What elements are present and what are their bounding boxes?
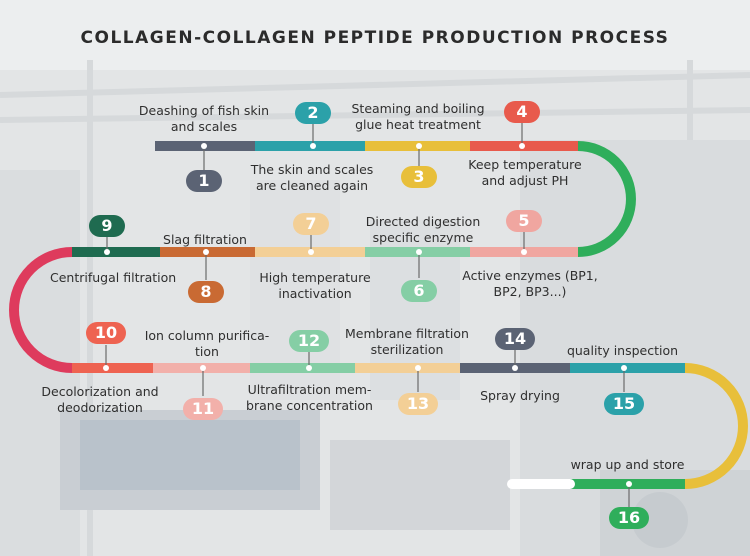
step-label-11: Ion column purifica-tion xyxy=(144,328,270,359)
step-badge-16: 16 xyxy=(609,507,649,529)
step-badge-4: 4 xyxy=(504,101,540,123)
step-label-15: quality inspection xyxy=(566,343,679,358)
step-badge-13: 13 xyxy=(398,393,438,415)
node-10 xyxy=(103,365,109,371)
step-badge-14: 14 xyxy=(495,328,535,350)
step-badge-1: 1 xyxy=(186,170,222,192)
curve-right-2 xyxy=(684,363,748,489)
node-12 xyxy=(306,365,312,371)
step-label-14: Spray drying xyxy=(480,388,560,403)
step-label-16: wrap up and store xyxy=(570,457,685,472)
step-badge-9: 9 xyxy=(89,215,125,237)
step-label-5: Active enzymes (BP1,BP2, BP3...) xyxy=(462,268,598,299)
node-4 xyxy=(519,143,525,149)
step-badge-10: 10 xyxy=(86,322,126,344)
node-5 xyxy=(521,249,527,255)
step-badge-6: 6 xyxy=(401,280,437,302)
page-title: COLLAGEN-COLLAGEN PEPTIDE PRODUCTION PRO… xyxy=(80,28,670,48)
node-8 xyxy=(203,249,209,255)
node-6 xyxy=(416,249,422,255)
curve-left xyxy=(9,247,73,373)
step-label-9: Centrifugal filtration xyxy=(50,270,177,285)
step-badge-7: 7 xyxy=(293,213,329,235)
step-badge-11: 11 xyxy=(183,398,223,420)
step-badge-12: 12 xyxy=(289,330,329,352)
node-14 xyxy=(512,365,518,371)
step-badge-5: 5 xyxy=(506,210,542,232)
step-label-8: Slag filtration xyxy=(163,232,247,247)
step-badge-8: 8 xyxy=(188,281,224,303)
step-badge-15: 15 xyxy=(604,393,644,415)
node-3 xyxy=(416,143,422,149)
node-7 xyxy=(308,249,314,255)
step-badge-3: 3 xyxy=(401,166,437,188)
node-11 xyxy=(200,365,206,371)
node-2 xyxy=(310,143,316,149)
node-16 xyxy=(626,481,632,487)
node-13 xyxy=(415,365,421,371)
step-label-12: Ultrafiltration mem-brane concentration xyxy=(246,382,373,413)
node-15 xyxy=(621,365,627,371)
node-1 xyxy=(201,143,207,149)
curve-right-1 xyxy=(577,141,636,257)
node-9 xyxy=(104,249,110,255)
step-badge-2: 2 xyxy=(295,102,331,124)
